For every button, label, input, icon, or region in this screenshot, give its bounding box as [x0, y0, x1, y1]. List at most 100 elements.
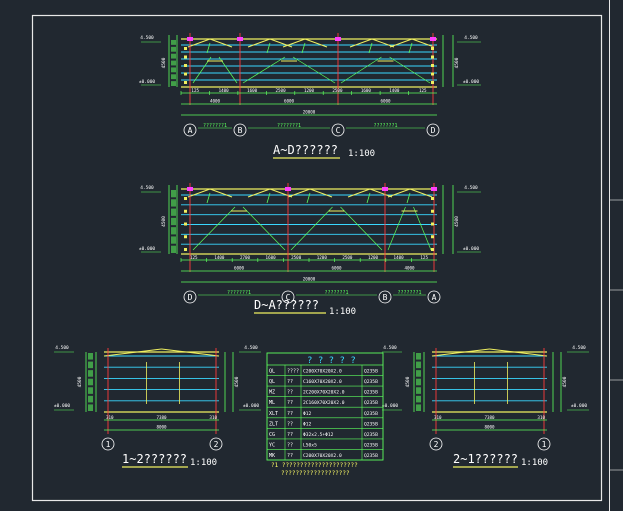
dim-label: 7380 [484, 415, 495, 420]
roof-slope [103, 348, 162, 357]
span-label: 6000 [380, 99, 391, 104]
level-label: 4.500 [55, 345, 69, 351]
side-total: 4500 [234, 376, 240, 387]
wind-brace [413, 206, 432, 251]
axis-label: C [286, 293, 291, 302]
wind-brace [290, 206, 333, 251]
table-cell-section: 2C200X70X20X2.0 [303, 390, 345, 396]
total-label: 20000 [303, 277, 316, 282]
table-cell-section: 2C160X70X20X2.0 [303, 400, 345, 406]
axis-bubble [183, 290, 197, 304]
dim-label: 1200 [304, 88, 315, 93]
brace [366, 192, 371, 204]
table-cell-material: Q235B [364, 421, 378, 427]
side-total: 4500 [454, 216, 460, 227]
level-label: ±0.000 [243, 403, 260, 409]
view-title-12: 1~2?????? [122, 452, 188, 466]
table-cell-name: ?? [287, 390, 293, 396]
table-cell-name: ?? [287, 400, 293, 406]
roof-slope [161, 348, 220, 357]
sill-marker [431, 235, 434, 239]
table-border [266, 352, 384, 461]
table-cell-code: MK [269, 453, 275, 459]
level-label: 4.500 [140, 35, 154, 41]
dim-label: 1200 [368, 255, 379, 260]
axis-bubble [233, 123, 247, 137]
view-scale-21: 1:100 [521, 458, 549, 468]
sill-marker [184, 64, 187, 67]
roof-slope [187, 38, 211, 48]
axis-label: B [238, 126, 243, 135]
table-cell-material: Q235B [364, 411, 378, 417]
sill-marker [184, 248, 187, 251]
roof-slope [411, 38, 435, 48]
level-label: ±0.000 [571, 403, 588, 409]
dim-label: 7380 [156, 415, 167, 420]
side-dim-text [416, 387, 421, 394]
total-label: 20000 [303, 110, 316, 115]
side-dim-text [171, 245, 176, 253]
side-dim-text [88, 387, 93, 394]
table-cell-code: MZ [269, 390, 275, 396]
sill-marker [431, 197, 434, 200]
side-total: 4500 [562, 376, 568, 387]
view-title-da: D~A?????? [254, 298, 320, 312]
column-tag [382, 187, 388, 191]
side-dim-text [416, 361, 421, 369]
dim-label: 1400 [214, 255, 225, 260]
level-label: 4.500 [464, 185, 478, 191]
brace [206, 192, 211, 204]
drawing-frame [31, 0, 623, 511]
side-dim-text [171, 53, 176, 59]
axis-note: ???????1 [203, 123, 227, 129]
axis-note: ???????1 [397, 290, 421, 296]
wind-brace [340, 206, 383, 251]
table-cell-code: QL [269, 369, 275, 375]
table-cell-code: CG [269, 432, 275, 438]
table-cell-code: YC [269, 442, 275, 448]
roof-slope [431, 348, 490, 357]
column-tag [431, 187, 437, 191]
table-cell-material: Q235B [364, 453, 378, 459]
axis-bubble [101, 437, 115, 451]
table-cell-name: ???? [287, 369, 299, 375]
sill-marker [184, 222, 187, 226]
roof-slope [369, 188, 393, 198]
column-tag [430, 37, 436, 41]
sill-marker [431, 81, 434, 84]
dim-label: 1200 [317, 255, 328, 260]
roof-slope [247, 188, 271, 198]
column-tag [285, 187, 291, 191]
side-total: 4500 [161, 216, 167, 227]
table-note-2: ??????????????????? [281, 470, 350, 477]
dim-label: 2500 [276, 88, 287, 93]
table-cell-code: ML [269, 400, 275, 406]
table-cell-material: Q235B [364, 369, 378, 375]
table-cell-code: XLT [269, 411, 278, 417]
wind-brace [242, 56, 286, 84]
side-dim-text [88, 378, 93, 386]
axis-bubble [331, 123, 345, 137]
axis-label: B [383, 293, 388, 302]
side-dim-text [171, 227, 176, 235]
column-tag [187, 187, 193, 191]
axis-bubble [183, 123, 197, 137]
roof-slope [282, 38, 306, 48]
side-dim-text [416, 353, 421, 360]
level-label: 4.500 [464, 35, 478, 41]
table-cell-name: ?? [287, 453, 293, 459]
roof-slope [269, 38, 293, 48]
table-cell-material: Q235B [364, 390, 378, 396]
side-dim-text [171, 67, 176, 73]
axis-label: A [188, 126, 193, 135]
roof-slope [347, 188, 371, 198]
dim-label: 310 [106, 415, 114, 420]
brace [306, 192, 311, 204]
sill-marker [431, 222, 434, 226]
table-cell-section: C200X70X20X2.0 [303, 369, 342, 375]
axis-bubble [281, 290, 295, 304]
